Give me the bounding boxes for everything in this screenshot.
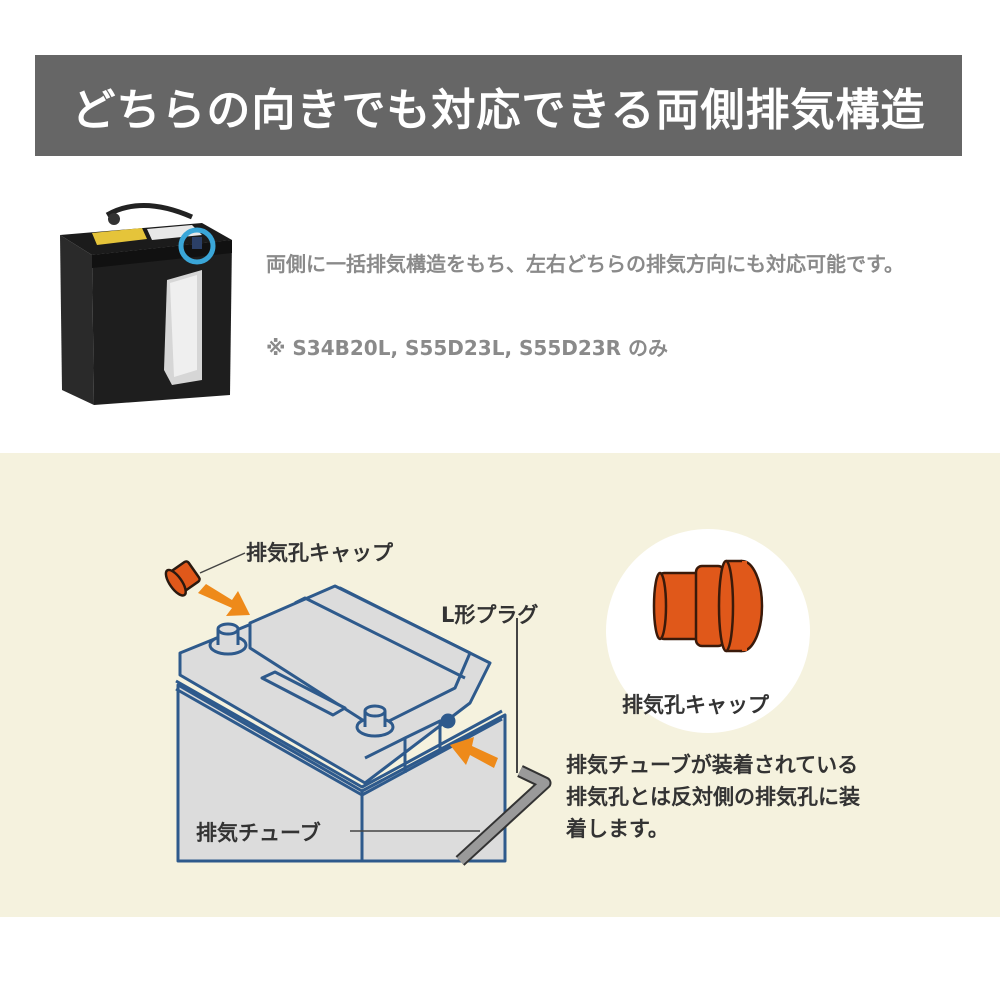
battery-diagram-illustration [164, 529, 810, 866]
vent-cap-closeup-label: 排気孔キャップ [622, 693, 769, 717]
header-banner: どちらの向きでも対応できる両側排気構造 [35, 55, 962, 156]
vent-cap-label: 排気孔キャップ [246, 541, 393, 565]
l-plug-label: L形プラグ [441, 603, 539, 627]
applicable-models-note: ※ S34B20L, S55D23L, S55D23R のみ [266, 336, 669, 360]
installation-diagram: 排気孔キャップ L形プラグ 排気チューブ 排気孔キャップ 排気チューブが装着され… [0, 453, 1000, 917]
feature-description: 両側に一括排気構造をもち、左右どちらの排気方向にも対応可能です。 [266, 252, 904, 276]
page-title: どちらの向きでも対応できる両側排気構造 [71, 84, 926, 136]
exhaust-tube-label: 排気チューブ [196, 821, 321, 845]
installation-instructions: 排気チューブが装着されている排気孔とは反対側の排気孔に装着します。 [566, 753, 860, 841]
battery-product-photo [60, 203, 232, 405]
